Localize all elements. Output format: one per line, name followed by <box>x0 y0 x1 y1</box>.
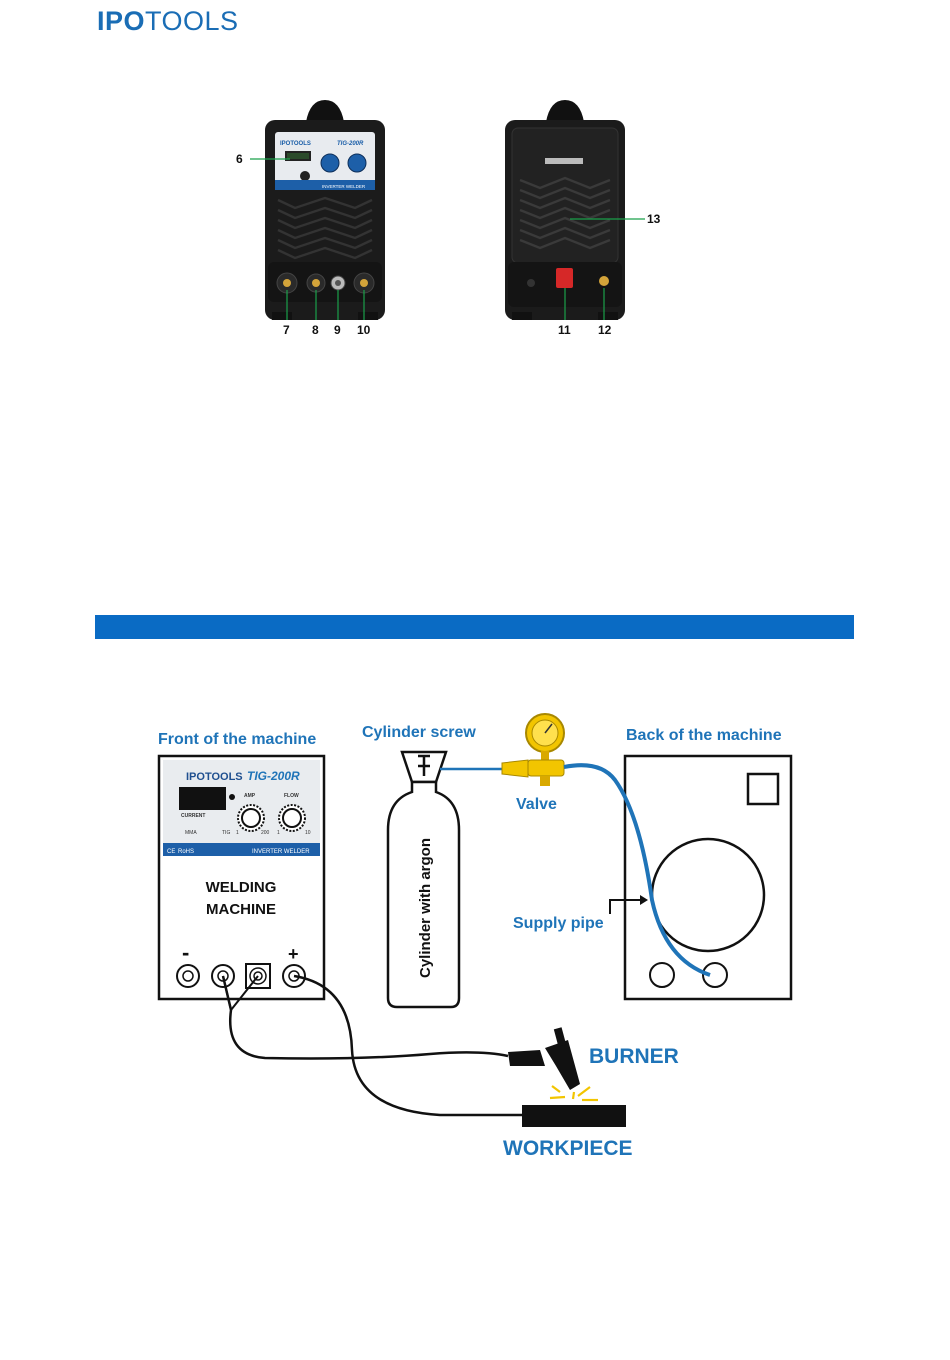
diagram-dial-amp-min: 1 <box>236 830 239 836</box>
diagram-panel-current: CURRENT <box>181 813 205 819</box>
section-header-bar <box>95 615 854 639</box>
supply-pipe-label: Supply pipe <box>513 915 604 932</box>
burner-torch <box>508 1027 598 1100</box>
diagram-panel-flow: FLOW <box>284 793 299 799</box>
diagram-dial-flow-max: 10 <box>305 830 311 836</box>
cylinder-label: Cylinder with argon <box>417 838 434 978</box>
gas-valve <box>502 714 564 786</box>
diagram-panel-rohs: RoHS <box>178 849 194 855</box>
diagram-dial-flow-min: 1 <box>277 830 280 836</box>
workpiece-block <box>522 1105 626 1127</box>
welding-machine-line2: MACHINE <box>206 901 276 918</box>
callout-7: 7 <box>283 323 290 337</box>
diagram-panel-amp: AMP <box>244 793 256 799</box>
front-machine-photo: IPOTOOLS TIG-200R INVERTER WELDER <box>265 100 385 320</box>
back-machine-photo <box>505 100 625 320</box>
valve-label: Valve <box>516 796 557 813</box>
front-photo-brand: IPOTOOLS <box>280 141 311 147</box>
front-photo-model: TIG-200R <box>337 141 364 147</box>
diagram-panel-inverter: INVERTER WELDER <box>252 849 310 855</box>
diagram-panel-tig: TIG <box>222 830 230 836</box>
plus-sign: + <box>288 944 299 964</box>
callout-10: 10 <box>357 323 371 337</box>
callout-6: 6 <box>236 152 243 166</box>
callout-11: 11 <box>558 323 571 337</box>
front-photo-inverter: INVERTER WELDER <box>322 184 366 189</box>
cylinder-screw-label: Cylinder screw <box>362 724 476 741</box>
diagram-panel-model: TIG-200R <box>247 769 300 783</box>
diagram-panel-mma: MMA <box>185 830 197 836</box>
diagram-front-machine: IPOTOOLS TIG-200R CURRENT MMA TIG AMP FL… <box>159 756 324 999</box>
argon-cylinder: Cylinder with argon <box>388 752 459 1007</box>
svg-text:CE: CE <box>167 849 175 855</box>
front-of-machine-title: Front of the machine <box>158 731 316 748</box>
diagram-panel-brand: IPOTOOLS <box>186 771 243 783</box>
workpiece-label: WORKPIECE <box>503 1137 633 1160</box>
callout-8: 8 <box>312 323 319 337</box>
diagram-dial-amp-max: 200 <box>261 830 270 836</box>
back-of-machine-title: Back of the machine <box>626 727 782 744</box>
burner-label: BURNER <box>589 1045 679 1068</box>
callout-12: 12 <box>598 323 612 337</box>
welding-machine-line1: WELDING <box>206 879 277 896</box>
minus-sign: - <box>182 940 189 965</box>
callout-13: 13 <box>647 212 661 226</box>
callout-9: 9 <box>334 323 341 337</box>
